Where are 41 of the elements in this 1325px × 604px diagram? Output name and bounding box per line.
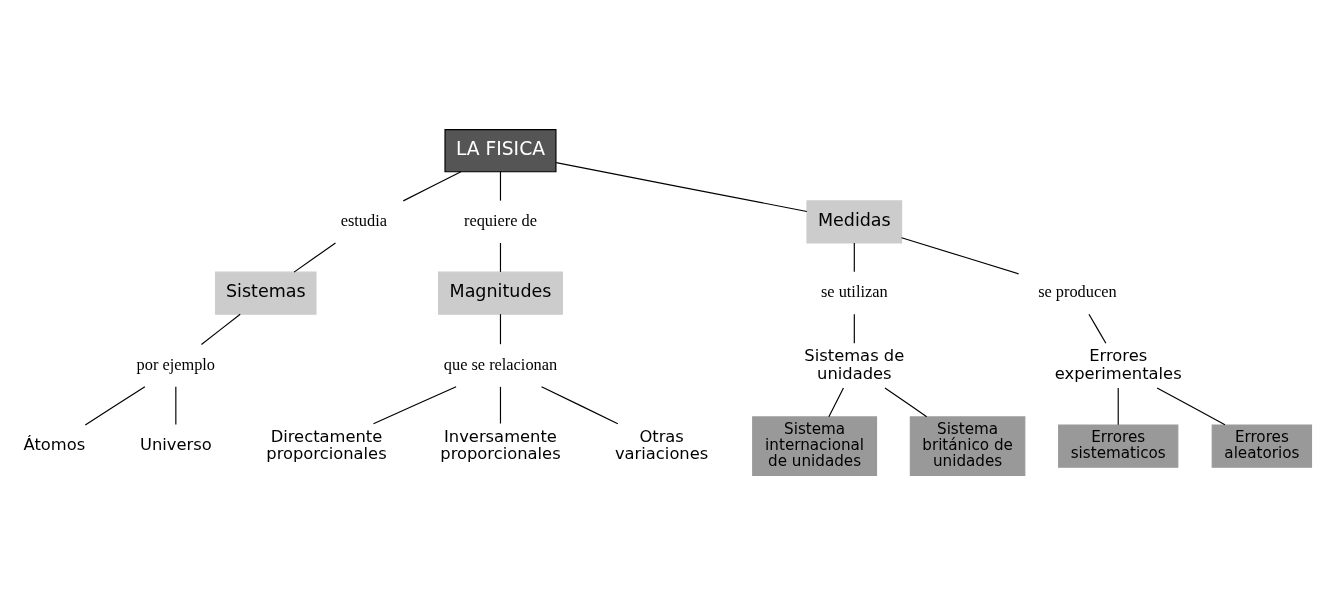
- connector: [901, 236, 1020, 274]
- connector: [828, 387, 845, 417]
- node-box: LA FISICA: [444, 128, 557, 172]
- node-text: Átomos: [23, 434, 86, 454]
- node-text: Directamente proporcionales: [266, 426, 387, 463]
- node-box: Sistemas: [214, 271, 317, 315]
- node-text: que se relacionan: [443, 354, 558, 374]
- node-box: Sistema internacional de unidades: [752, 415, 878, 476]
- node-text: Errores experimentales: [1054, 345, 1182, 383]
- connector: [293, 241, 337, 273]
- node-box: Sistema británico de unidades: [909, 415, 1026, 476]
- node-text: se producen: [1038, 281, 1117, 301]
- connector: [499, 385, 502, 424]
- node-box: Medidas: [806, 199, 903, 244]
- connector: [200, 313, 241, 345]
- connector: [853, 313, 855, 344]
- node-text: Universo: [139, 434, 212, 454]
- connector: [84, 385, 146, 426]
- connector: [499, 241, 502, 272]
- connector: [372, 385, 457, 424]
- connector: [499, 313, 502, 345]
- connector: [1117, 387, 1119, 425]
- connector: [175, 385, 177, 425]
- connector: [1156, 386, 1226, 425]
- node-box: Errores sistematicos: [1058, 424, 1179, 468]
- connector: [540, 385, 619, 424]
- connector: [402, 170, 462, 201]
- connector: [853, 241, 855, 272]
- node-text: estudia: [340, 210, 387, 230]
- node-box: Magnitudes: [438, 271, 563, 315]
- connector: [1088, 313, 1107, 344]
- node-text: se utilizan: [820, 281, 888, 301]
- connector: [499, 170, 502, 201]
- node-text: Sistemas de unidades: [804, 345, 905, 383]
- node-text: Inversamente proporcionales: [440, 426, 561, 463]
- node-text: requiere de: [463, 210, 537, 230]
- node-text: por ejemplo: [136, 354, 216, 374]
- connector: [884, 386, 928, 417]
- node-box: Errores aleatorios: [1211, 424, 1313, 468]
- connector: [555, 161, 808, 212]
- node-text: Otras variaciones: [614, 426, 709, 463]
